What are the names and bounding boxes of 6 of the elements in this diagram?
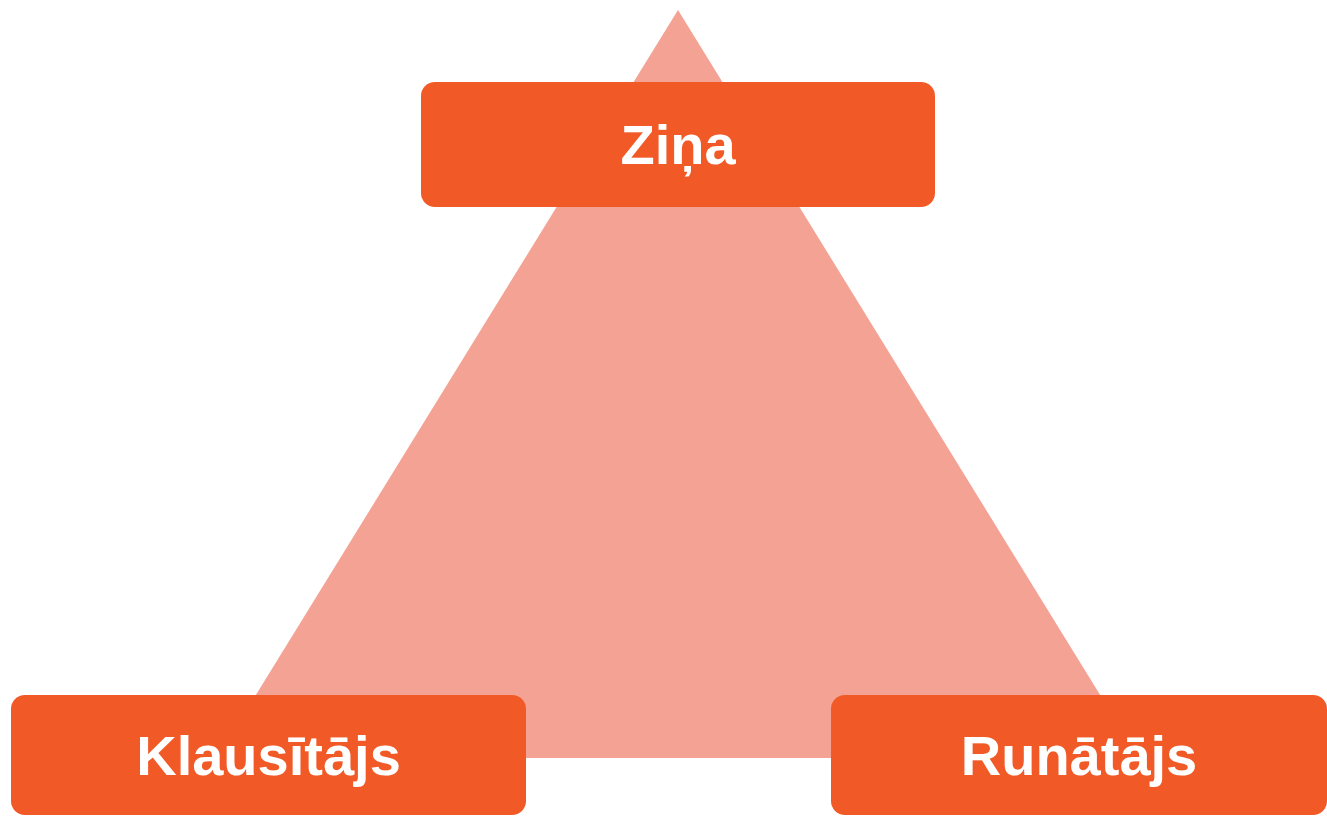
node-label: Runātājs — [960, 722, 1198, 788]
label-box — [831, 695, 1327, 815]
label-box — [421, 82, 935, 207]
node-label: Klausītājs — [136, 722, 401, 788]
label-box — [11, 695, 526, 815]
node-label: Ziņa — [620, 112, 736, 177]
